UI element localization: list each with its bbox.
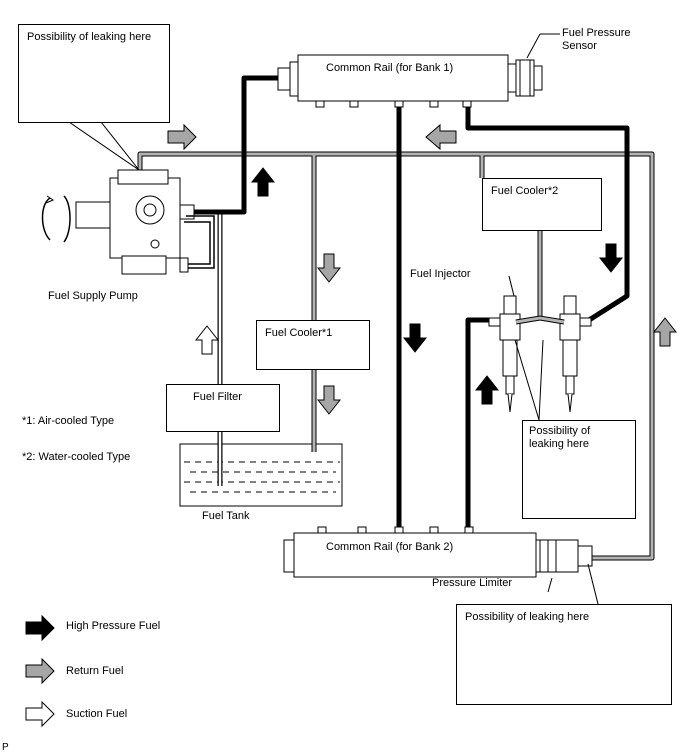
suction-arrow-1 bbox=[194, 325, 220, 355]
high-pressure-arrow-3 bbox=[598, 243, 624, 273]
legend-arrow-return bbox=[25, 657, 55, 685]
note-2: *2: Water-cooled Type bbox=[22, 451, 131, 463]
return-arrow-4 bbox=[316, 385, 342, 415]
note-1: *1: Air-cooled Type bbox=[22, 415, 115, 427]
fuel-injectors bbox=[488, 295, 592, 413]
flow-arrows bbox=[167, 123, 678, 415]
return-arrow-2 bbox=[425, 123, 457, 151]
fuel-supply-pump-label: Fuel Supply Pump bbox=[48, 290, 138, 302]
leak-callout-bottom-text: Possibility of leaking here bbox=[465, 611, 590, 623]
common-rail-bank2 bbox=[283, 526, 593, 578]
common-rail-2-label: Common Rail (for Bank 2) bbox=[326, 541, 454, 553]
common-rail-1-label: Common Rail (for Bank 1) bbox=[326, 62, 454, 74]
injector-left bbox=[488, 295, 521, 413]
leak-callout-top-text: Possibility of leaking here bbox=[27, 31, 152, 43]
fuel-cooler-2-label: Fuel Cooler*2 bbox=[491, 185, 559, 197]
leader-lines bbox=[508, 33, 599, 605]
return-arrow-5 bbox=[652, 317, 678, 347]
leak-callout-bottom: Possibility of leaking here bbox=[456, 604, 672, 705]
fuel-filter-box: Fuel Filter bbox=[166, 384, 280, 432]
corner-mark: P bbox=[2, 742, 9, 753]
pressure-limiter-label: Pressure Limiter bbox=[432, 577, 513, 589]
tank-pipes bbox=[217, 430, 317, 486]
leak-callout-injector-line2: leaking here bbox=[529, 438, 589, 450]
callout-tail-top bbox=[68, 121, 140, 171]
fuel-cooler-1-label: Fuel Cooler*1 bbox=[265, 327, 333, 339]
high-pressure-arrow-1 bbox=[250, 167, 276, 197]
legend-arrow-high bbox=[25, 614, 55, 642]
fuel-supply-pump bbox=[41, 169, 215, 275]
fuel-pressure-sensor-label-1: Fuel Pressure bbox=[562, 27, 631, 39]
fuel-cooler-1-box: Fuel Cooler*1 bbox=[256, 320, 370, 370]
return-lines bbox=[137, 151, 655, 561]
fuel-tank-label: Fuel Tank bbox=[202, 510, 250, 522]
return-arrow-3 bbox=[316, 253, 342, 283]
fuel-filter-label: Fuel Filter bbox=[193, 391, 242, 403]
fuel-injector-label: Fuel Injector bbox=[410, 268, 471, 280]
high-pressure-arrow-2 bbox=[402, 323, 428, 353]
fuel-pressure-sensor-label-2: Sensor bbox=[562, 40, 597, 52]
legend-arrow-suction bbox=[25, 700, 55, 728]
leak-callout-top: Possibility of leaking here bbox=[18, 24, 170, 123]
legend-suction-label: Suction Fuel bbox=[66, 708, 128, 720]
leak-callout-injector: Possibility of leaking here bbox=[522, 420, 636, 519]
return-arrow-1 bbox=[167, 123, 197, 151]
injector-right bbox=[559, 295, 592, 413]
legend-high-pressure-label: High Pressure Fuel bbox=[66, 620, 161, 632]
fuel-cooler-2-box: Fuel Cooler*2 bbox=[482, 178, 602, 231]
fuel-tank bbox=[179, 443, 343, 507]
common-rail-bank1 bbox=[277, 54, 543, 108]
legend-return-label: Return Fuel bbox=[66, 665, 124, 677]
leak-callout-injector-line1: Possibility of bbox=[529, 425, 591, 437]
legend-arrows bbox=[25, 614, 55, 728]
high-pressure-arrow-4 bbox=[474, 375, 500, 405]
